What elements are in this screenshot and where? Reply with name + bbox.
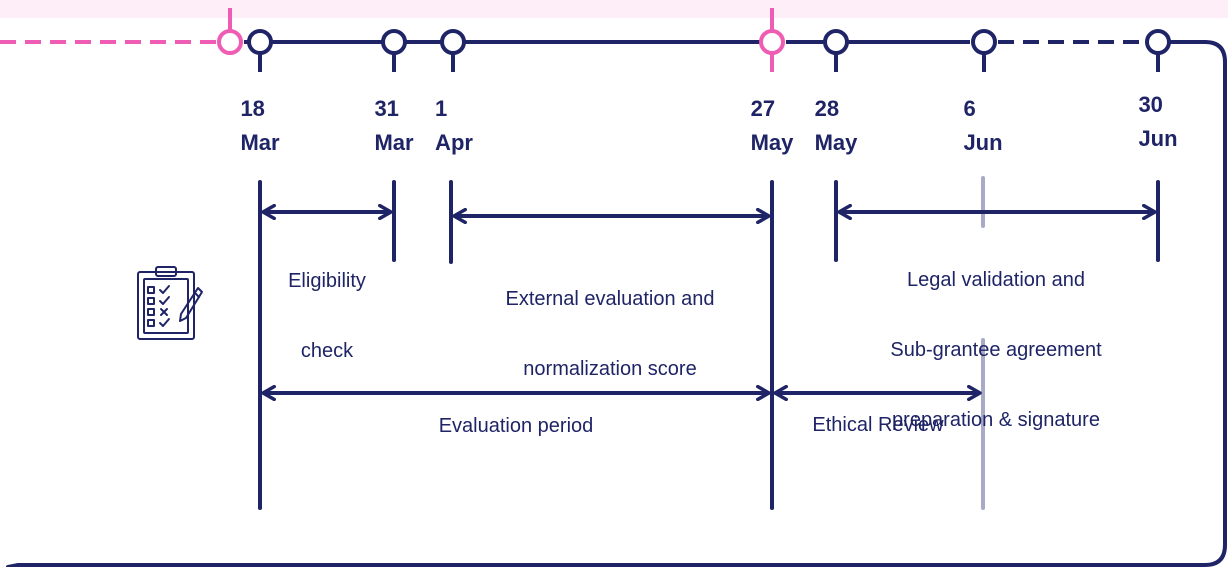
label-line: preparation & signature [892,409,1100,431]
label-ethical-review: Ethical Review [812,414,944,436]
period-boundaries [258,176,1160,510]
date-month: Mar [374,130,414,155]
label-eligibility-check: Eligibility check [288,229,366,404]
label-line: check [300,340,354,362]
milestone-node-1-apr [440,29,466,72]
date-day: 28 [814,96,840,121]
date-label-30-jun: 30 Jun [1138,92,1177,152]
label-line: Eligibility [288,270,366,292]
date-day: 30 [1138,92,1163,117]
clipboard-checklist-icon [137,266,203,340]
label-evaluation-period: Evaluation period [438,415,594,437]
header-band [0,0,1228,18]
date-day: 31 [374,96,399,121]
milestone-node-30-jun [1145,29,1171,72]
label-line: Legal validation and [907,269,1085,291]
date-month: Jun [963,130,1003,155]
milestone-node-27-may [759,8,785,72]
date-label-18-mar: 18 Mar [240,96,279,156]
milestone-node-6-jun [971,29,997,72]
date-month: Jun [1138,126,1178,151]
date-day: 6 [963,96,976,121]
date-month: May [814,130,858,155]
date-label-31-mar: 31 Mar [374,96,413,156]
label-legal-validation: Legal validation and Sub-grantee agreeme… [890,228,1101,473]
milestone-node-31-mar [381,29,407,72]
date-label-1-apr: 1 Apr [435,96,473,156]
date-day: 18 [240,96,265,121]
date-day: 1 [435,96,448,121]
label-line: Sub-grantee agreement [890,339,1102,361]
label-line: External evaluation and [505,288,715,310]
date-label-28-may: 28 May [815,96,858,156]
date-label-27-may: 27 May [751,96,794,156]
milestone-node-18-mar [217,8,273,72]
date-label-6-jun: 6 Jun [963,96,1002,156]
label-line: normalization score [523,358,697,380]
milestone-node-28-may [823,29,849,72]
label-external-evaluation: External evaluation and normalization sc… [505,247,714,422]
date-month: Mar [240,130,280,155]
timeline-frame [6,40,1227,567]
date-month: Apr [435,130,473,155]
date-day: 27 [750,96,776,121]
date-month: May [750,130,794,155]
